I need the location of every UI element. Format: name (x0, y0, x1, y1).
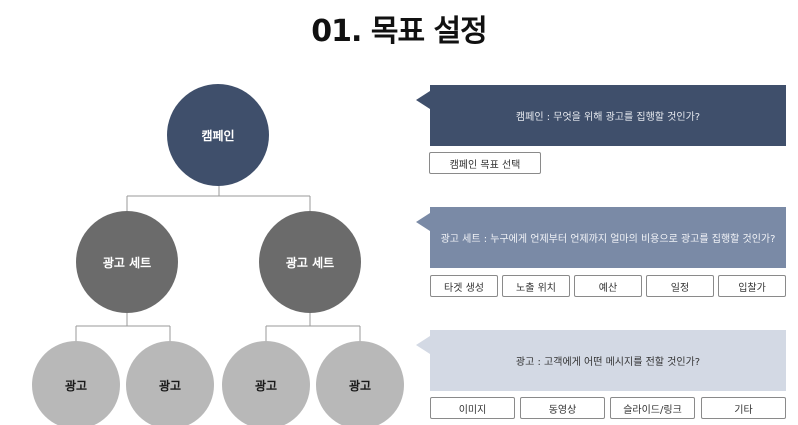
adset-description-text: 광고 세트 : 누구에게 언제부터 언제까지 얼마의 비용으로 광고를 집행할 … (440, 234, 776, 245)
campaign-node: 캠페인 (167, 84, 269, 186)
chip-label: 기타 (734, 404, 753, 416)
option-chip-slide-link[interactable]: 슬라이드/링크 (610, 397, 695, 419)
campaign-node-label: 캠페인 (201, 128, 235, 143)
adset-description-panel: 광고 세트 : 누구에게 언제부터 언제까지 얼마의 비용으로 광고를 집행할 … (416, 207, 786, 268)
campaign-description-panel: 캠페인 : 무엇을 위해 광고를 집행할 것인가? (416, 85, 786, 146)
page-title: 01. 목표 설정 (311, 14, 487, 49)
ad-node: 광고 (32, 341, 120, 425)
option-chip-bid[interactable]: 입찰가 (718, 275, 786, 297)
ad-node-label: 광고 (158, 378, 182, 393)
chip-label: 캠페인 목표 선택 (449, 159, 521, 171)
chip-label: 슬라이드/링크 (623, 404, 682, 416)
chip-label: 동영상 (548, 404, 577, 416)
ad-node-label: 광고 (348, 378, 372, 393)
adset-node: 광고 세트 (76, 211, 178, 313)
option-chip-video[interactable]: 동영상 (520, 397, 605, 419)
adset-node: 광고 세트 (259, 211, 361, 313)
ad-node-label: 광고 (64, 378, 88, 393)
option-chip-placement[interactable]: 노출 위치 (502, 275, 570, 297)
option-chip-target[interactable]: 타겟 생성 (430, 275, 498, 297)
ad-node-label: 광고 (254, 378, 278, 393)
chip-label: 입찰가 (738, 282, 766, 294)
chip-label: 일정 (670, 282, 690, 294)
option-chip-campaign-objective[interactable]: 캠페인 목표 선택 (429, 152, 541, 174)
ad-description-panel: 광고 : 고객에게 어떤 메시지를 전할 것인가? (416, 330, 786, 391)
option-chip-other[interactable]: 기타 (701, 397, 786, 419)
chip-label: 노출 위치 (516, 282, 556, 294)
chip-label: 타겟 생성 (444, 282, 484, 294)
ad-node: 광고 (222, 341, 310, 425)
adset-node-label: 광고 세트 (102, 255, 152, 270)
chip-label: 이미지 (458, 404, 487, 416)
campaign-description-text: 캠페인 : 무엇을 위해 광고를 집행할 것인가? (515, 112, 701, 123)
chip-label: 예산 (598, 282, 618, 294)
ad-node: 광고 (126, 341, 214, 425)
adset-node-label: 광고 세트 (285, 255, 335, 270)
option-chip-schedule[interactable]: 일정 (646, 275, 714, 297)
ad-node: 광고 (316, 341, 404, 425)
option-chip-budget[interactable]: 예산 (574, 275, 642, 297)
option-chip-image[interactable]: 이미지 (430, 397, 515, 419)
ad-description-text: 광고 : 고객에게 어떤 메시지를 전할 것인가? (515, 357, 701, 368)
